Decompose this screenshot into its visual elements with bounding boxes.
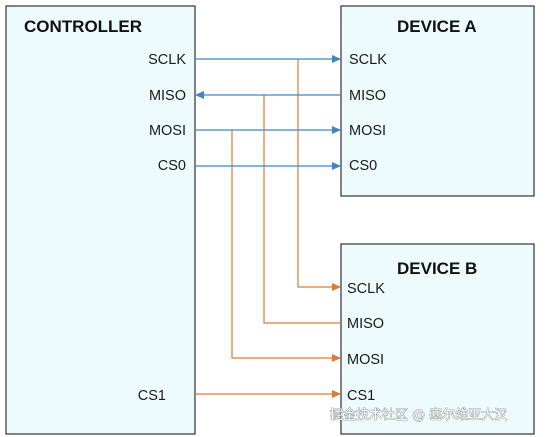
controller-pin-mosi: MOSI <box>149 123 186 139</box>
device-a-pin-miso: MISO <box>349 88 386 104</box>
device-a-pin-sclk: SCLK <box>349 52 387 68</box>
wire-miso-device-b <box>263 95 340 324</box>
device-b-pin-mosi: MOSI <box>347 352 384 368</box>
wire-mosi-device-b <box>231 130 341 362</box>
device-b-title: DEVICE B <box>397 259 477 278</box>
device-b-pin-cs1: CS1 <box>347 388 375 404</box>
watermark-text: 掘金技术社区 @ 塞尔维亚大汉 <box>330 407 507 423</box>
device-a-title: DEVICE A <box>397 17 477 36</box>
device-b-pin-sclk: SCLK <box>347 281 385 297</box>
controller-box <box>5 5 196 435</box>
device-a-pin-cs0: CS0 <box>349 158 377 174</box>
controller-pin-sclk: SCLK <box>148 52 186 68</box>
wire-sclk-device-b <box>297 59 341 291</box>
controller-pin-miso: MISO <box>149 88 186 104</box>
controller-title: CONTROLLER <box>24 17 142 36</box>
controller-pin-cs1: CS1 <box>138 388 166 404</box>
device-a-pin-mosi: MOSI <box>349 123 386 139</box>
device-b-box <box>340 243 535 435</box>
controller-pin-cs0: CS0 <box>158 158 186 174</box>
device-a-box <box>340 5 535 197</box>
device-b-pin-miso: MISO <box>347 316 384 332</box>
